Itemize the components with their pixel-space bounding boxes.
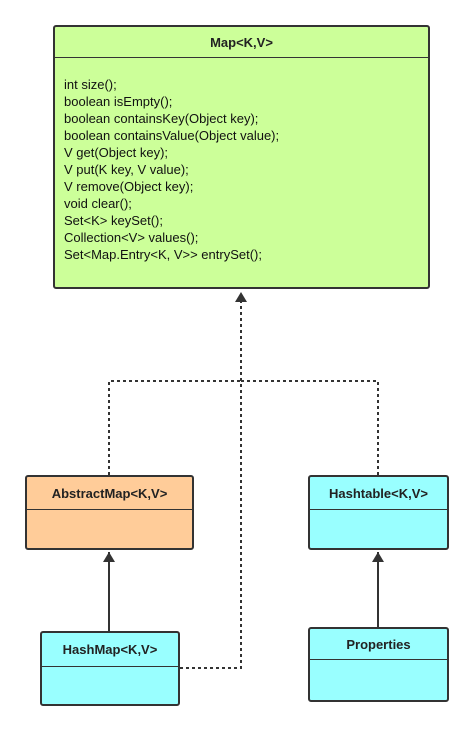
- map-interface-box[interactable]: Map<K,V> int size(); boolean isEmpty(); …: [53, 25, 430, 289]
- implements-line-hashtable: [241, 380, 379, 475]
- hashmap-title: HashMap<K,V>: [42, 633, 178, 667]
- method-put: V put(K key, V value);: [64, 162, 189, 177]
- properties-title: Properties: [310, 629, 447, 660]
- properties-class-box[interactable]: Properties: [308, 627, 449, 702]
- method-values: Collection<V> values();: [64, 230, 199, 245]
- abstractmap-title: AbstractMap<K,V>: [27, 477, 192, 510]
- method-size: int size();: [64, 77, 117, 92]
- method-isempty: boolean isEmpty();: [64, 94, 173, 109]
- hashtable-title: Hashtable<K,V>: [310, 477, 447, 510]
- abstractmap-class-box[interactable]: AbstractMap<K,V>: [25, 475, 194, 550]
- implements-line-abstractmap: [108, 380, 241, 475]
- method-keyset: Set<K> keySet();: [64, 213, 163, 228]
- map-method-list: int size(); boolean isEmpty(); boolean c…: [55, 58, 428, 263]
- hashmap-class-box[interactable]: HashMap<K,V>: [40, 631, 180, 706]
- map-title: Map<K,V>: [55, 27, 428, 58]
- method-clear: void clear();: [64, 196, 132, 211]
- method-get: V get(Object key);: [64, 145, 169, 160]
- implements-line-hashmap: [180, 292, 247, 669]
- method-entryset: Set<Map.Entry<K, V>> entrySet();: [64, 247, 262, 262]
- hashtable-class-box[interactable]: Hashtable<K,V>: [308, 475, 449, 550]
- method-containskey: boolean containsKey(Object key);: [64, 111, 259, 126]
- method-remove: V remove(Object key);: [64, 179, 194, 194]
- method-containsvalue: boolean containsValue(Object value);: [64, 128, 280, 143]
